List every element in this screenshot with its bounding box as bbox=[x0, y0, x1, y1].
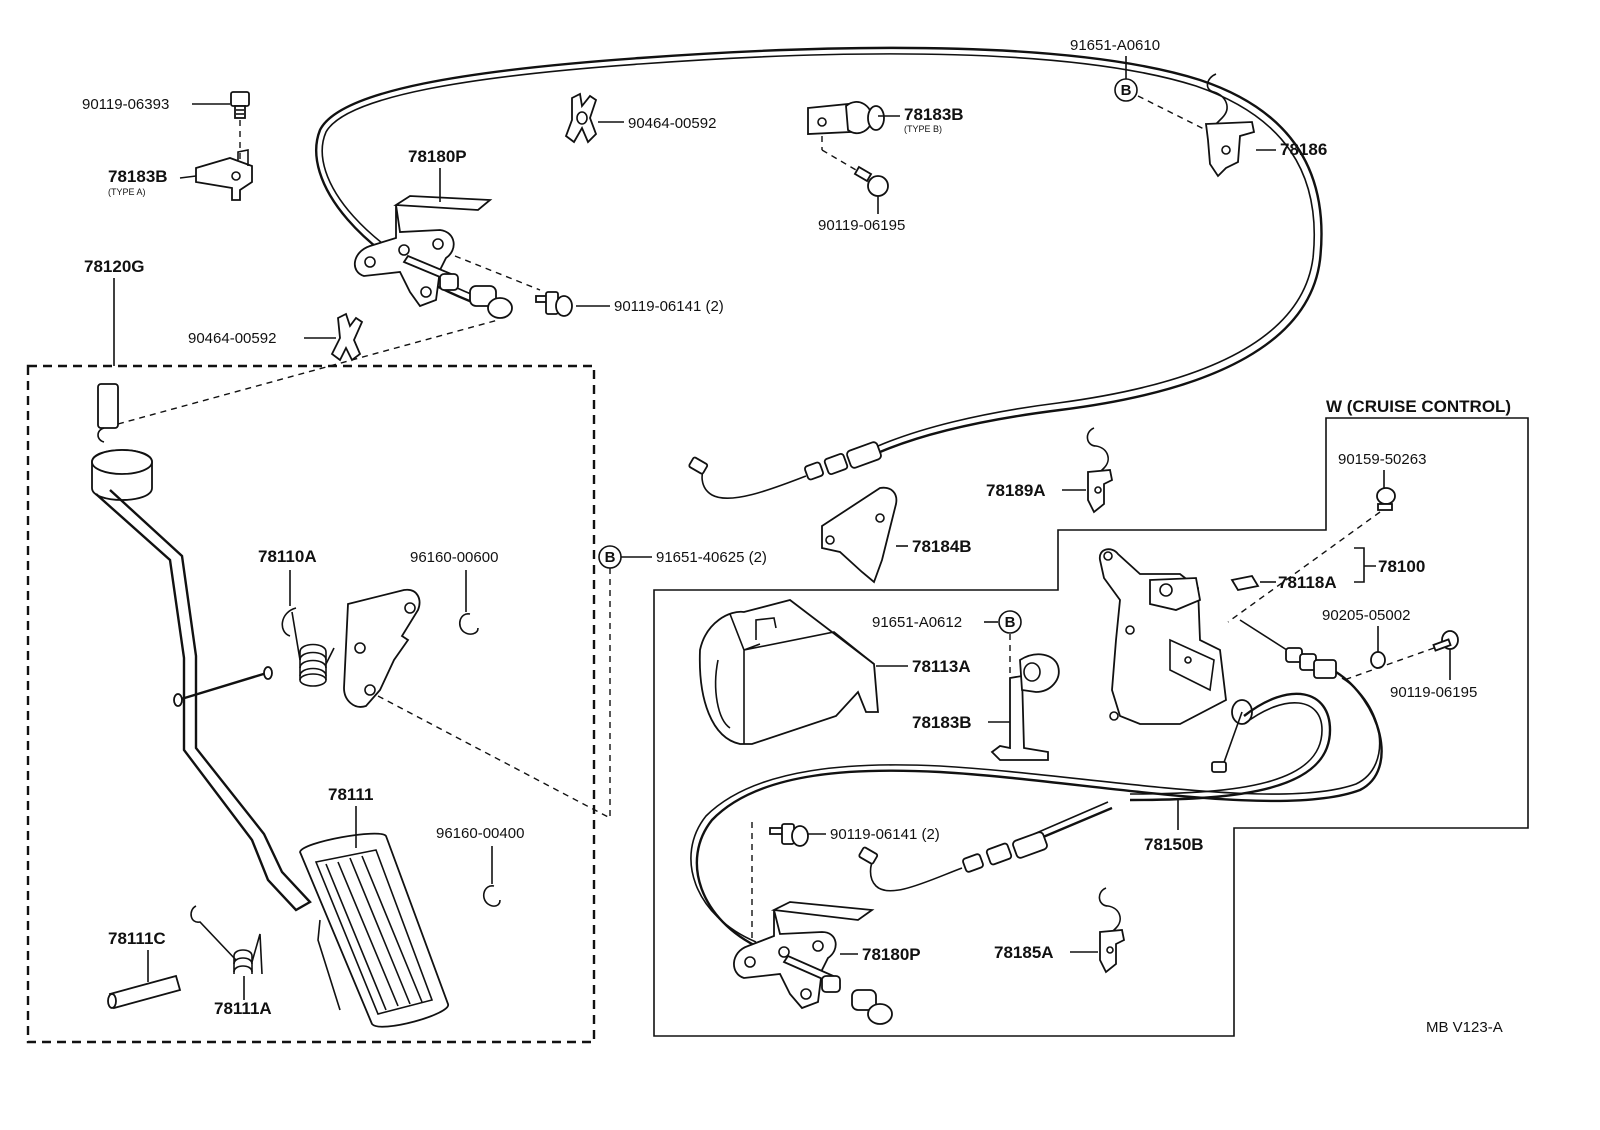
cruise-control-outline bbox=[653, 417, 1529, 1037]
accelerator-cable-main bbox=[315, 46, 1323, 499]
actuator-pulley-cable-icon bbox=[1211, 699, 1253, 773]
label-90119-06141-bottom: 90119-06141 (2) bbox=[830, 826, 940, 843]
label-96160-00400: 96160-00400 bbox=[436, 825, 524, 842]
clip-96160-00600-icon bbox=[458, 613, 479, 635]
label-78111c: 78111C bbox=[108, 929, 166, 948]
label-91651-40625: 91651-40625 (2) bbox=[656, 549, 767, 566]
bracket-78183b-mid-icon bbox=[990, 653, 1060, 761]
label-78184b: 78184B bbox=[912, 537, 972, 556]
label-78186: 78186 bbox=[1280, 140, 1327, 159]
label-78180p-bottom: 78180P bbox=[862, 945, 921, 964]
spring-78110a-icon bbox=[281, 607, 335, 687]
label-90464-00592-top: 90464-00592 bbox=[628, 115, 716, 132]
label-78183b-type-b: 78183B bbox=[904, 105, 964, 124]
bolt-90119-06195-right-icon bbox=[1343, 630, 1459, 681]
label-90464-00592-left: 90464-00592 bbox=[188, 330, 276, 347]
bracket-78189a-icon bbox=[1086, 427, 1114, 514]
bracket-78186-icon bbox=[1204, 73, 1256, 178]
marker-b-left-icon: B bbox=[598, 545, 622, 569]
label-78111: 78111 bbox=[328, 785, 373, 804]
label-90119-06141-top: 90119-06141 (2) bbox=[614, 298, 724, 315]
label-78111a: 78111A bbox=[214, 999, 272, 1018]
label-78118a: 78118A bbox=[1278, 573, 1337, 592]
washer-90205-05002-icon bbox=[1370, 651, 1386, 669]
pedal-pad-78111-icon bbox=[299, 832, 449, 1028]
cruise-cable-icon bbox=[690, 619, 1383, 950]
leader-lines bbox=[113, 56, 1451, 1000]
marker-b-top-icon: B bbox=[1114, 78, 1138, 102]
marker-b-mid-icon: B bbox=[998, 610, 1022, 634]
pedal-bracket-plate-icon bbox=[343, 588, 421, 708]
label-90205-05002: 90205-05002 bbox=[1322, 607, 1410, 624]
label-90119-06195-top: 90119-06195 bbox=[818, 217, 905, 234]
cover-78113a-icon bbox=[698, 599, 879, 745]
bracket-78185a-icon bbox=[1098, 887, 1126, 974]
label-type-a: (TYPE A) bbox=[108, 187, 146, 197]
bolt-90119-06141-top-icon bbox=[535, 291, 573, 317]
label-78100: 78100 bbox=[1378, 557, 1425, 576]
label-78113a: 78113A bbox=[912, 657, 971, 676]
bolt-90119-06141-bottom-icon bbox=[751, 822, 809, 948]
bolt-90159-50263-icon bbox=[1227, 487, 1396, 623]
label-91651-a0612: 91651-A0612 bbox=[872, 614, 962, 631]
label-78150b: 78150B bbox=[1144, 835, 1204, 854]
label-78185a: 78185A bbox=[994, 943, 1054, 962]
clip-96160-00400-icon bbox=[482, 885, 501, 907]
label-78183b-mid: 78183B bbox=[912, 713, 972, 732]
pedal-arm-icon bbox=[91, 383, 312, 912]
clip-90464-00592-left-icon bbox=[330, 312, 364, 362]
bracket-78180p-top-icon bbox=[354, 195, 541, 319]
label-90119-06195-right: 90119-06195 bbox=[1390, 684, 1477, 701]
label-91651-a0610: 91651-A0610 bbox=[1070, 37, 1160, 54]
bolt-90119-06195-top-icon bbox=[853, 165, 889, 197]
label-96160-00600: 96160-00600 bbox=[410, 549, 498, 566]
label-78120g: 78120G bbox=[84, 257, 145, 276]
bolt-90119-06393-icon bbox=[230, 91, 250, 160]
pin-78111c-icon bbox=[107, 974, 182, 1010]
actuator-78100-icon bbox=[1099, 548, 1227, 725]
label-type-b: (TYPE B) bbox=[904, 124, 942, 134]
bracket-78180p-bottom-icon bbox=[733, 901, 893, 1025]
svg-text:B: B bbox=[1005, 614, 1016, 631]
bracket-78184b-icon bbox=[821, 486, 898, 584]
label-78183b-type-a: 78183B bbox=[108, 167, 168, 186]
svg-text:B: B bbox=[605, 549, 616, 566]
label-ref-code: MB V123-A bbox=[1426, 1019, 1503, 1036]
svg-text:B: B bbox=[1121, 82, 1132, 99]
label-90119-06393: 90119-06393 bbox=[82, 96, 169, 113]
pedal-assembly-box bbox=[26, 364, 596, 1044]
bracket-78183b-type-b-icon bbox=[807, 101, 885, 171]
label-90159-50263: 90159-50263 bbox=[1338, 451, 1426, 468]
label-78180p-top: 78180P bbox=[408, 147, 467, 166]
clip-90464-00592-top-icon bbox=[564, 92, 598, 144]
label-cruise-control: W (CRUISE CONTROL) bbox=[1326, 397, 1511, 416]
label-78189a: 78189A bbox=[986, 481, 1046, 500]
spring-78111a-icon bbox=[190, 905, 263, 975]
part-78118a-icon bbox=[1230, 574, 1260, 592]
bracket-78183b-type-a-icon bbox=[195, 149, 253, 201]
label-78110a: 78110A bbox=[258, 547, 317, 566]
